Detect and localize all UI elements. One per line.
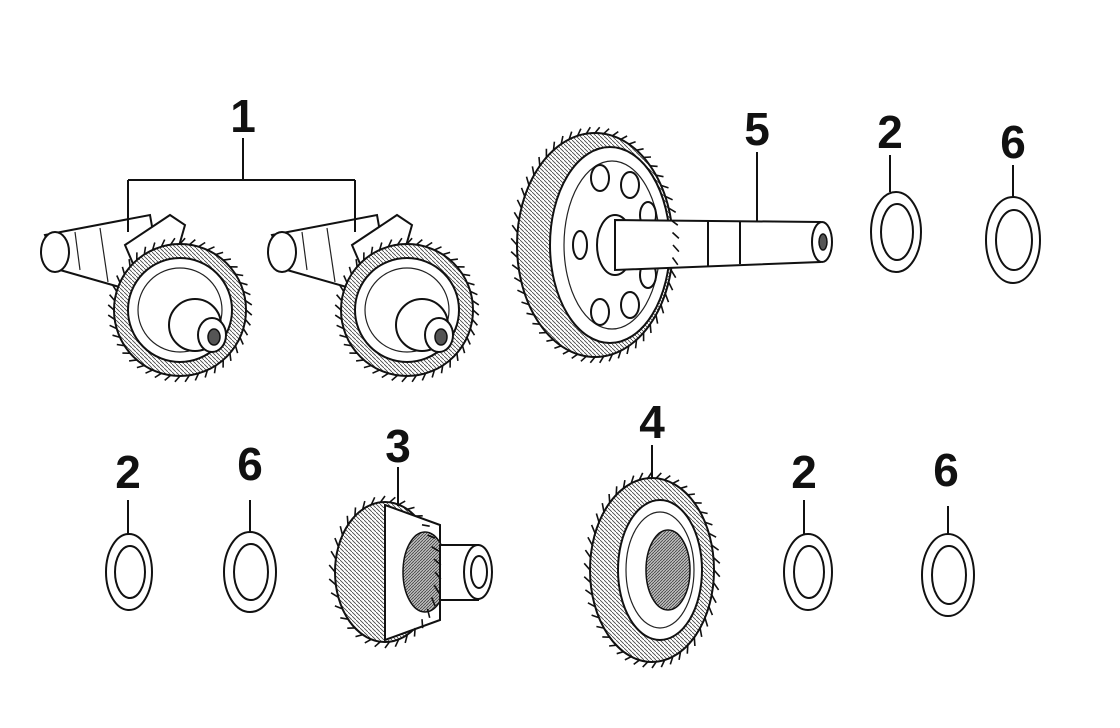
callout-3: 3 <box>385 420 411 472</box>
gear-teeth <box>583 471 721 669</box>
part-2-washer-top <box>870 191 922 273</box>
part-2-washer-bottom-right <box>783 533 833 611</box>
part-1-gear-shaft-right <box>267 213 480 383</box>
callout-2-bottom-left: 2 <box>115 446 141 498</box>
part-4-ring-gear <box>583 471 721 669</box>
part-6-spacer-bottom-left <box>223 531 277 613</box>
gear-teeth <box>328 495 442 649</box>
callout-2-bottom-right: 2 <box>791 446 817 498</box>
gear-teeth <box>510 126 680 364</box>
callout-1-bracket <box>127 138 356 232</box>
callout-2-top: 2 <box>877 106 903 158</box>
callout-6-bottom-right: 6 <box>933 444 959 496</box>
part-1-gear-shaft-left <box>40 213 253 383</box>
part-2-washer-bottom-left <box>105 533 153 611</box>
callout-1: 1 <box>230 90 256 142</box>
part-6-spacer-bottom-right <box>921 533 975 617</box>
part-3-small-gear <box>328 495 493 649</box>
callout-6-bottom-left: 6 <box>237 438 263 490</box>
part-5-large-gear-shaft <box>510 126 833 364</box>
gear-teeth <box>334 237 480 383</box>
callout-4: 4 <box>639 396 665 448</box>
part-6-spacer-top <box>985 196 1041 284</box>
gear-teeth <box>107 237 253 383</box>
callout-6-top: 6 <box>1000 116 1026 168</box>
callout-5: 5 <box>744 103 770 155</box>
